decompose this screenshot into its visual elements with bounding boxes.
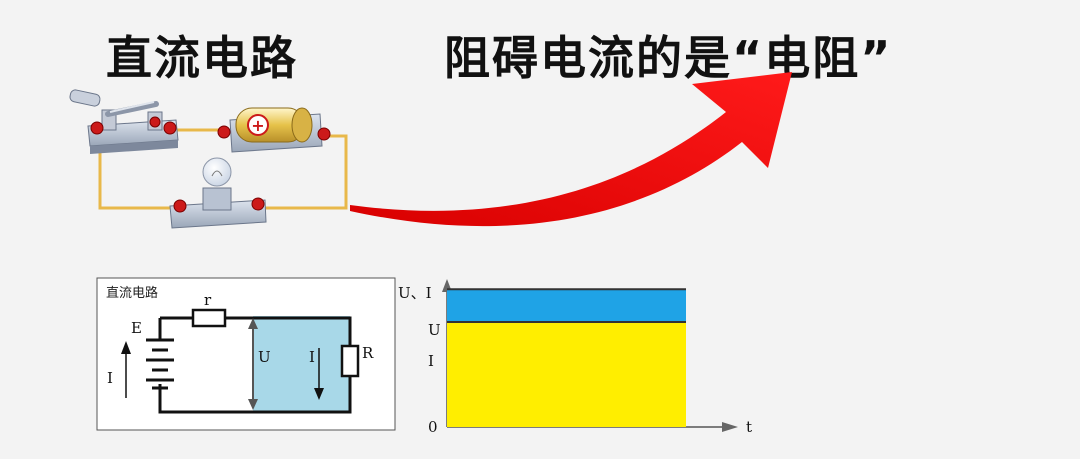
current-band: [447, 322, 686, 427]
tick-label-i: I: [428, 352, 434, 370]
current-label-inside: I: [309, 348, 315, 366]
battery: +: [217, 107, 331, 153]
x-axis-arrow-icon: [722, 422, 738, 432]
tick-label-u: U: [428, 321, 441, 339]
plus-sign-icon: +: [251, 116, 264, 135]
wire: [98, 130, 175, 210]
x-axis-label: t: [746, 418, 752, 436]
current-label-left: I: [107, 369, 113, 387]
lamp: [169, 157, 267, 229]
title-resistance: 阻碍电流的是“电阻”: [444, 31, 893, 85]
schematic-box-label: 直流电路: [106, 285, 158, 301]
load-resistance-label: R: [362, 344, 374, 362]
schematic-diagram: 直流电路 r E I U I R: [96, 277, 396, 431]
wire: [258, 134, 348, 210]
emf-label: E: [131, 319, 142, 337]
voltage-current-graph: U、I t U I 0: [398, 279, 752, 436]
voltage-band: [447, 289, 686, 323]
internal-resistance-label: r: [204, 291, 212, 309]
y-axis-label: U、I: [398, 284, 432, 302]
knife-switch: [69, 89, 179, 154]
physical-circuit: +: [69, 89, 348, 229]
big-red-arrow: [350, 72, 792, 227]
voltage-label: U: [258, 348, 271, 366]
title-dc-circuit: 直流电路: [106, 31, 298, 85]
tick-label-zero: 0: [428, 418, 438, 436]
